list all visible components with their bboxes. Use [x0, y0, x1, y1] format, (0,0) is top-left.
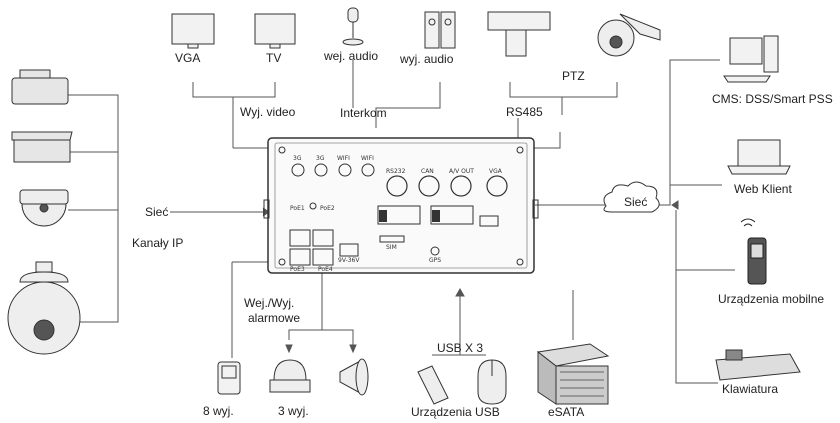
label-vga: VGA: [175, 51, 201, 65]
panel-poe1: PoE1: [290, 205, 305, 212]
mini-dome-camera-icon: [19, 189, 69, 227]
panel-port-3g-2: 3G: [316, 155, 325, 162]
label-web-client: Web Klient: [734, 182, 792, 196]
panel-port-3g-1: 3G: [293, 155, 302, 162]
usb-flash-icon: [417, 365, 449, 405]
cloud-icon: [603, 181, 660, 213]
bullet-camera-icon: [11, 69, 69, 105]
label-cms: CMS: DSS/Smart PSS: [712, 92, 833, 106]
label-intercom: Interkom: [340, 106, 387, 120]
desktop-pc-icon: [723, 35, 779, 83]
label-outputs-3: 3 wyj.: [278, 404, 309, 418]
panel-power: 9V-36V: [338, 257, 360, 264]
horn-speaker-icon: [339, 358, 369, 396]
mobile-phone-icon: [740, 218, 767, 285]
laptop-icon: [727, 139, 791, 175]
label-network-left: Sieć: [145, 205, 169, 219]
label-ptz: PTZ: [562, 69, 585, 83]
label-audio-out: wyj. audio: [400, 52, 454, 66]
panel-gps: GPS: [429, 257, 442, 264]
alarm-detector-icon: [217, 361, 241, 395]
speaker-icon: [424, 11, 456, 49]
label-keyboard: Klawiatura: [722, 382, 779, 396]
panel-port-wifi-1: WIFI: [337, 155, 350, 162]
vga-monitor-icon: [171, 13, 215, 49]
dvr-back-panel: [263, 137, 539, 274]
connection-lines: [68, 59, 735, 384]
ptz-dome-icon: [597, 13, 661, 57]
label-rs485: RS485: [506, 105, 543, 119]
label-network-right: Sieć: [624, 195, 648, 209]
box-camera-icon: [11, 131, 73, 163]
esata-enclosure-icon: [536, 343, 610, 405]
ptz-bracket-icon: [487, 11, 551, 57]
label-usb-x3: USB X 3: [437, 341, 484, 355]
panel-can: CAN: [421, 168, 434, 175]
siren-icon: [269, 359, 311, 393]
panel-sim: SIM: [386, 244, 397, 251]
mouse-icon: [477, 359, 507, 405]
label-esata: eSATA: [548, 405, 585, 419]
label-tv: TV: [266, 51, 282, 65]
tv-monitor-icon: [254, 13, 296, 49]
panel-poe4: PoE4: [318, 266, 333, 273]
panel-rs232: RS232: [386, 168, 406, 175]
label-video-out: Wyj. video: [240, 105, 296, 119]
label-mobile: Urządzenia mobilne: [718, 292, 825, 306]
panel-av-out: A/V OUT: [449, 168, 474, 175]
label-outputs-8: 8 wyj.: [203, 404, 234, 418]
label-alarm-io-1: Wej./Wyj.: [244, 296, 295, 310]
microphone-icon: [342, 7, 364, 46]
label-audio-in: wej. audio: [324, 49, 379, 63]
panel-port-wifi-2: WIFI: [361, 155, 374, 162]
label-ip-channels: Kanały IP: [132, 236, 184, 250]
panel-vga: VGA: [489, 168, 502, 175]
label-alarm-io-2: alarmowe: [248, 311, 301, 325]
speed-dome-camera-icon: [7, 261, 81, 355]
panel-poe3: PoE3: [290, 266, 305, 273]
label-usb-devices: Urządzenia USB: [411, 405, 500, 419]
panel-poe2: PoE2: [320, 205, 335, 212]
keyboard-controller-icon: [715, 349, 801, 381]
